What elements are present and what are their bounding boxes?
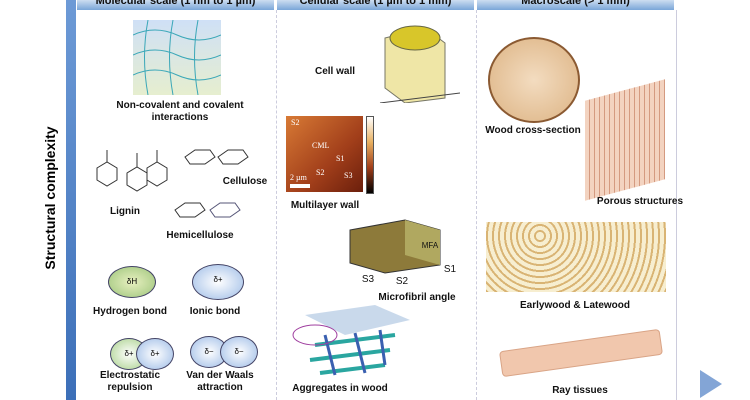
afm-label: S3: [344, 171, 353, 180]
cell-wall-illustration: [379, 25, 460, 103]
label-cellulose: Cellulose: [222, 176, 268, 187]
aggregates-illustration: [292, 305, 410, 376]
scale-bar: [66, 0, 76, 400]
lignin-structure: [96, 150, 168, 192]
vdw-right: δ−: [220, 336, 258, 368]
label-vdw: Van der Waals attraction: [186, 370, 254, 393]
column-molecular: [77, 10, 277, 400]
afm-label: 2 µm: [290, 173, 307, 182]
header-cellular: Cellular scale (1 µm to 1 mm): [277, 0, 474, 10]
layer-s1: S1: [443, 264, 457, 275]
cellulose-structure: [184, 149, 249, 165]
label-multilayer: Multilayer wall: [290, 200, 360, 211]
ionic-bond-illustration: δ+: [192, 264, 244, 300]
microfibril-illustration: [349, 219, 441, 274]
afm-label: CML: [312, 141, 330, 150]
label-hemicellulose: Hemicellulose: [166, 230, 234, 241]
label-ray: Ray tissues: [552, 385, 608, 396]
mfa-label: MFA: [421, 241, 439, 250]
column-macro: [477, 10, 677, 400]
afm-image: S2 CML S1 S2 S3 2 µm: [286, 116, 363, 192]
label-aggregates: Aggregates in wood: [292, 383, 388, 394]
arrow-icon: [700, 370, 722, 398]
color-scale: [366, 116, 374, 194]
layer-s2: S2: [395, 276, 409, 287]
header-molecular: Molecular scale (1 nm to 1 µm): [77, 0, 274, 10]
label-cell-wall: Cell wall: [314, 66, 355, 77]
wood-cross-section-image: [488, 37, 580, 123]
vdw-left: δ−: [190, 336, 228, 368]
scale-bar-marker: [290, 184, 310, 188]
hemicellulose-structure: [174, 202, 241, 218]
label-cross-section: Wood cross-section: [485, 125, 581, 136]
label-lignin: Lignin: [110, 206, 140, 217]
label-porous: Porous structures: [596, 196, 684, 207]
column-cellular: [277, 10, 477, 400]
earlywood-latewood-image: [486, 222, 666, 292]
electrostatic-right: δ+: [136, 338, 174, 370]
network-illustration: [132, 19, 222, 96]
label-earlywood: Earlywood & Latewood: [519, 300, 630, 311]
hydrogen-bond-illustration: δH: [108, 266, 156, 298]
afm-label: S2: [291, 118, 300, 127]
layer-s3: S3: [361, 274, 375, 285]
header-macro: Macroscale (> 1 mm): [477, 0, 674, 10]
afm-label: S2: [316, 168, 325, 177]
label-hydrogen-bond: Hydrogen bond: [93, 306, 167, 317]
afm-label: S1: [336, 154, 345, 163]
label-electrostatic: Electrostatic repulsion: [99, 370, 161, 393]
label-microfibril: Microfibril angle: [378, 292, 456, 303]
label-ionic-bond: Ionic bond: [189, 306, 241, 317]
y-axis-label: Structural complexity: [42, 126, 58, 270]
label-interactions: Non-covalent and covalent interactions: [116, 100, 244, 123]
